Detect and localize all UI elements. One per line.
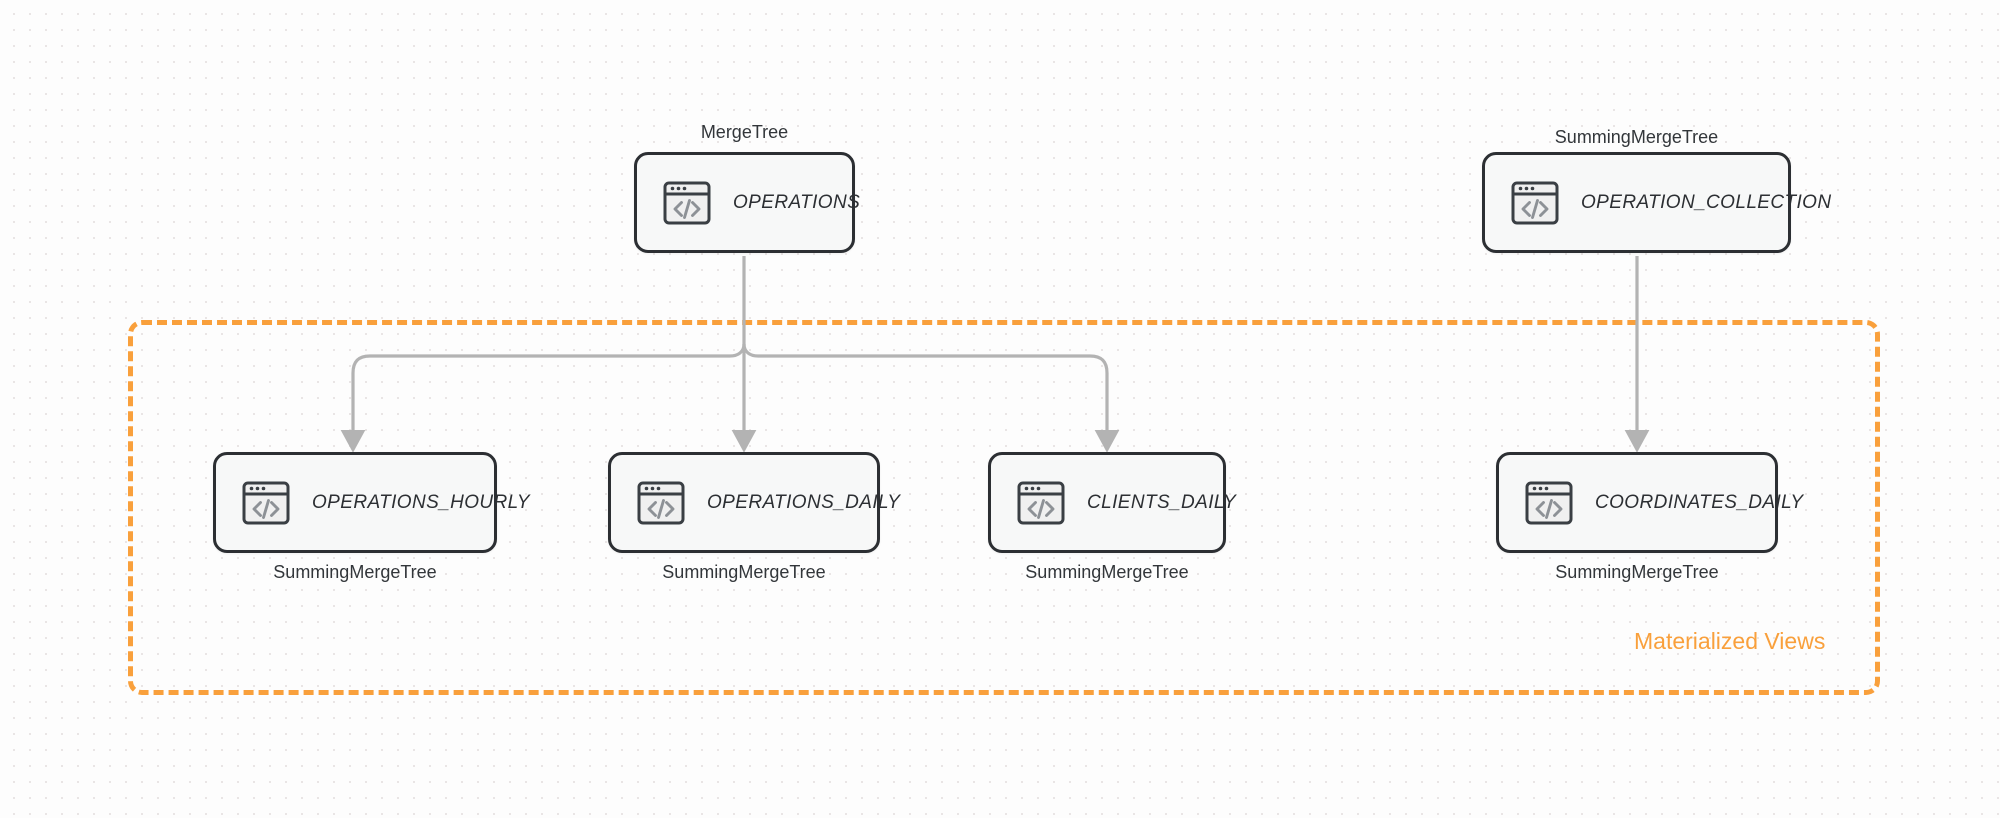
node-operations-label: OPERATIONS: [733, 191, 861, 213]
node-operations-daily-label: OPERATIONS_DAILY: [707, 491, 901, 513]
code-window-icon: [1017, 481, 1065, 524]
code-window-icon: [1511, 181, 1559, 224]
engine-caption-coordinates-daily: SummingMergeTree: [1555, 562, 1719, 582]
code-window-icon: [242, 481, 290, 524]
node-operations[interactable]: OPERATIONS: [634, 152, 860, 253]
node-clients-daily[interactable]: CLIENTS_DAILY: [988, 452, 1236, 553]
node-operations-hourly-label: OPERATIONS_HOURLY: [312, 491, 530, 513]
node-operation-collection-label: OPERATION_COLLECTION: [1581, 191, 1832, 213]
code-window-icon: [663, 181, 711, 224]
node-clients-daily-label: CLIENTS_DAILY: [1087, 491, 1237, 513]
engine-caption-operations-hourly: SummingMergeTree: [273, 562, 437, 582]
code-window-icon: [1525, 481, 1573, 524]
node-coordinates-daily-label: COORDINATES_DAILY: [1595, 491, 1804, 513]
node-operations-hourly[interactable]: OPERATIONS_HOURLY: [213, 452, 530, 553]
engine-caption-operation-collection: SummingMergeTree: [1554, 127, 1719, 147]
node-operations-daily[interactable]: OPERATIONS_DAILY: [608, 452, 900, 553]
materialized-views-group: [128, 320, 1880, 695]
node-coordinates-daily[interactable]: COORDINATES_DAILY: [1496, 452, 1803, 553]
engine-caption-operations: MergeTree: [700, 122, 789, 142]
engine-caption-operations-daily: SummingMergeTree: [662, 562, 826, 582]
materialized-views-group-label: Materialized Views: [1634, 628, 1826, 654]
node-operation-collection[interactable]: OPERATION_COLLECTION: [1482, 152, 1831, 253]
code-window-icon: [637, 481, 685, 524]
engine-caption-clients-daily: SummingMergeTree: [1025, 562, 1189, 582]
